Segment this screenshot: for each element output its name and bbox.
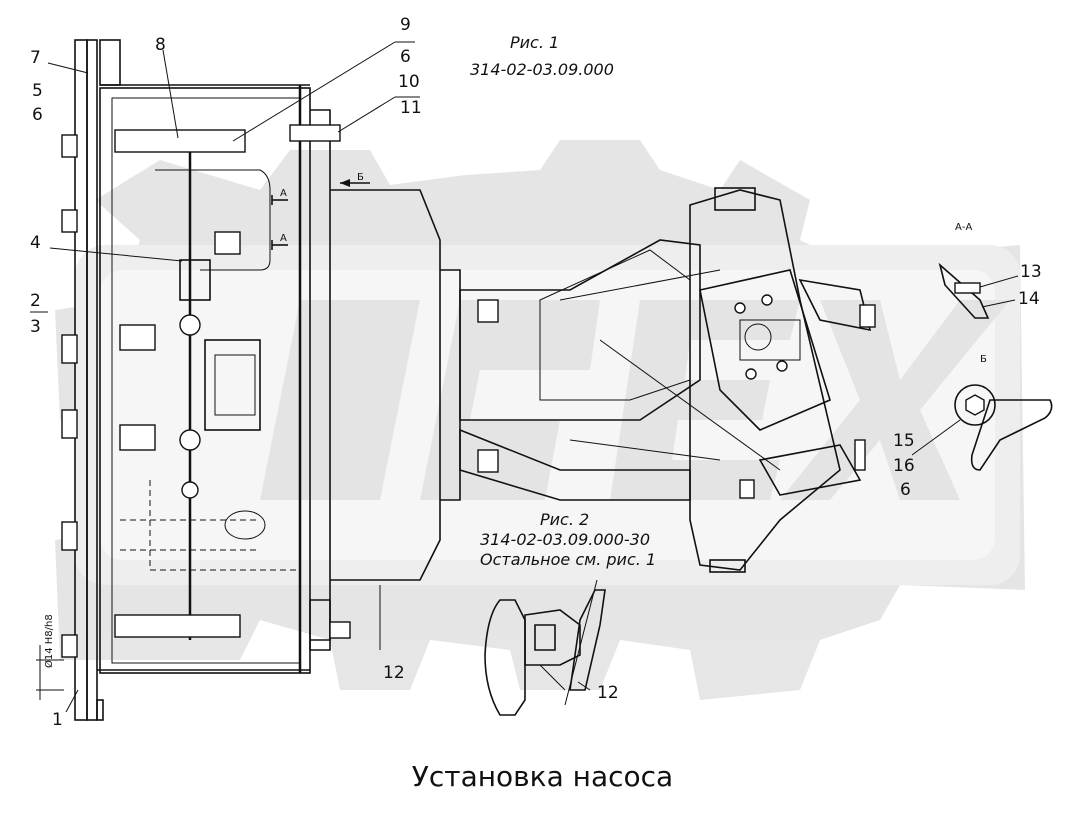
section-a-bottom-label: А [280, 233, 287, 244]
view-markers: Б А А [271, 172, 370, 250]
section-aa-label: А-А [955, 222, 972, 233]
fig1-code: 314-02-03.09.000 [470, 60, 614, 79]
callout-13: 13 [1020, 262, 1042, 282]
section-aa-detail [938, 262, 1019, 319]
callout-3: 3 [30, 317, 41, 337]
callout-1: 1 [52, 710, 63, 730]
housing-bolts [114, 124, 499, 639]
callout-7: 7 [30, 48, 41, 68]
pump-inset [484, 579, 606, 716]
callout-9: 9 [400, 15, 411, 35]
fig2-title: Рис. 2 [540, 510, 589, 529]
drawing-caption: Установка насоса [411, 760, 674, 793]
dimension-note: Ø14 Н8/h8 [43, 614, 55, 668]
callout-16: 16 [893, 456, 915, 476]
fig1-title: Рис. 1 [510, 33, 559, 52]
callout-6-left: 6 [32, 105, 43, 125]
callout-15: 15 [893, 431, 915, 451]
section-a-top-label: А [280, 188, 287, 199]
callout-6-right: 6 [900, 480, 911, 500]
view-b-arrow-label: Б [357, 172, 364, 183]
callout-4: 4 [30, 233, 41, 253]
view-b-label: Б [980, 354, 987, 365]
callout-11: 11 [400, 98, 422, 118]
coupling-assembly [120, 130, 300, 640]
fig2-note: Остальное см. рис. 1 [480, 550, 656, 569]
callout-5: 5 [32, 81, 43, 101]
pump-bracket [689, 187, 876, 573]
plate-bolts [61, 134, 78, 658]
callout-8: 8 [155, 35, 166, 55]
mounting-plate [74, 39, 310, 721]
fig2-code: 314-02-03.09.000-30 [480, 530, 650, 549]
leader-lines [30, 41, 591, 713]
callout-12-main: 12 [383, 663, 405, 683]
callout-12-inset: 12 [597, 683, 619, 703]
view-b-detail [911, 384, 1053, 471]
callout-14: 14 [1018, 289, 1040, 309]
callout-10: 10 [398, 72, 420, 92]
callout-6-top: 6 [400, 47, 411, 67]
callout-2: 2 [30, 291, 41, 311]
